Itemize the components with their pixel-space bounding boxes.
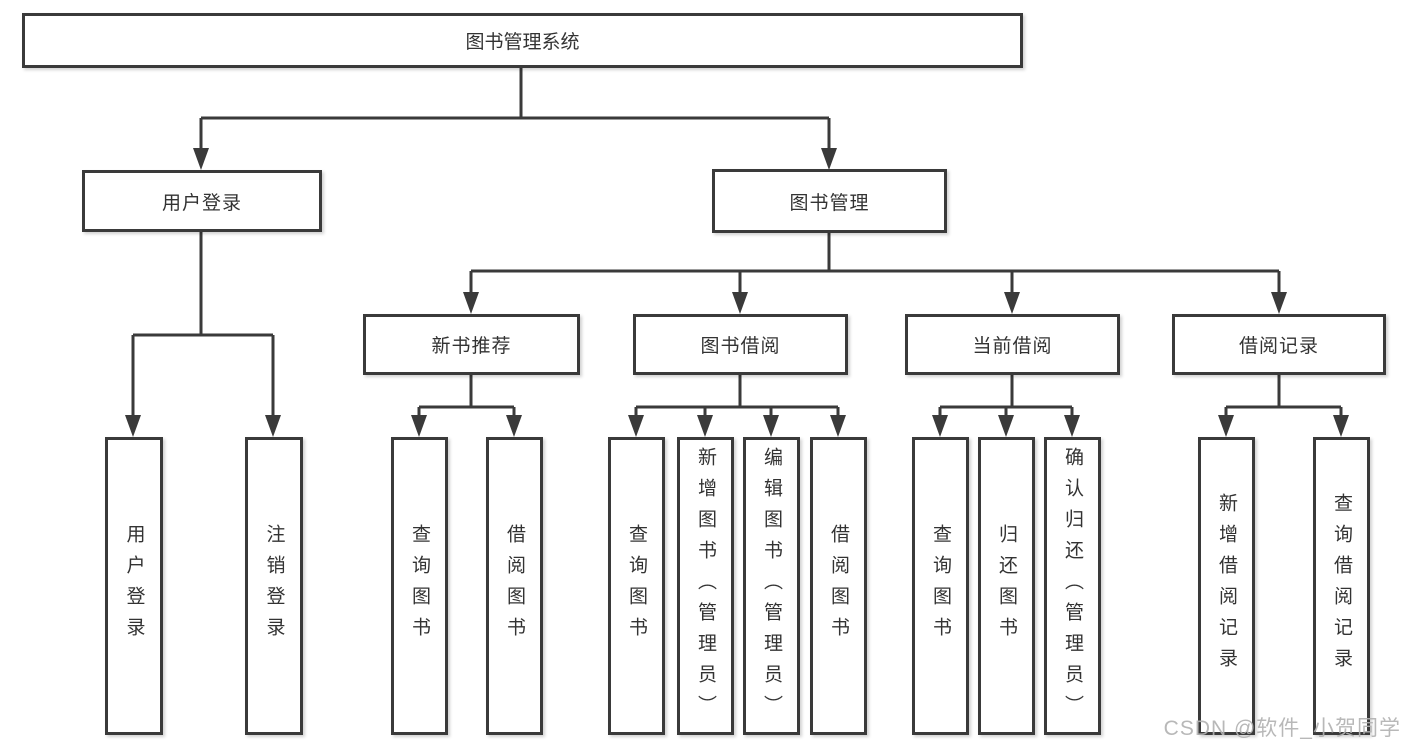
leaf-br-add-record: 新增借阅记录 xyxy=(1198,437,1255,735)
csdn-watermark: CSDN @软件_小贺同学 xyxy=(1163,717,1401,740)
leaf-rec-borrow-books: 借阅图书 xyxy=(486,437,543,735)
leaf-bb-query-books: 查询图书 xyxy=(608,437,665,735)
arrowheads xyxy=(125,148,1349,437)
tree-edges xyxy=(131,68,1343,433)
leaf-cb-return-books: 归还图书 xyxy=(978,437,1035,735)
leaf-bb-borrow-books: 借阅图书 xyxy=(810,437,867,735)
node-library-management-system: 图书管理系统 xyxy=(22,13,1023,68)
node-borrowing-records: 借阅记录 xyxy=(1172,314,1386,375)
node-book-management: 图书管理 xyxy=(712,169,947,233)
leaf-bb-add-books-admin: 新增图书（管理员） xyxy=(677,437,734,735)
leaf-logout: 注销登录 xyxy=(245,437,303,735)
leaf-bb-edit-books-admin: 编辑图书（管理员） xyxy=(743,437,800,735)
leaf-user-login: 用户登录 xyxy=(105,437,163,735)
leaf-br-query-record: 查询借阅记录 xyxy=(1313,437,1370,735)
node-book-borrowing: 图书借阅 xyxy=(633,314,848,375)
node-new-book-recommendation: 新书推荐 xyxy=(363,314,580,375)
leaf-cb-confirm-return-admin: 确认归还（管理员） xyxy=(1044,437,1101,735)
leaf-rec-query-books: 查询图书 xyxy=(391,437,448,735)
leaf-cb-query-books: 查询图书 xyxy=(912,437,969,735)
node-user-login: 用户登录 xyxy=(82,170,322,232)
node-current-borrowing: 当前借阅 xyxy=(905,314,1120,375)
